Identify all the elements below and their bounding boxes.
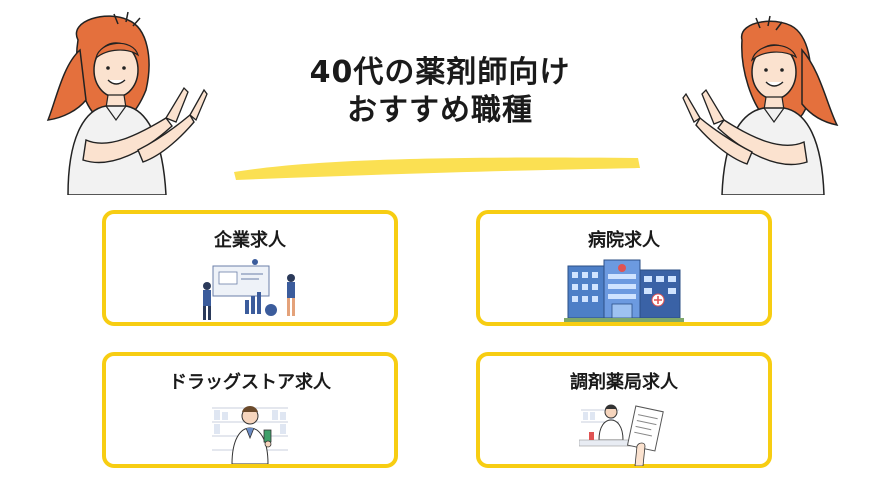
card-hospital-jobs[interactable]: 病院求人 (476, 210, 772, 326)
card-dispensing-pharmacy-jobs[interactable]: 調剤薬局求人 (476, 352, 772, 468)
page-title: 40代の薬剤師向け おすすめ職種 (240, 54, 640, 130)
title-highlight-stroke (234, 157, 640, 180)
drugstore-pharmacist-illustration (212, 406, 288, 464)
woman-pointing-illustration-right (682, 15, 839, 195)
dispensing-pharmacy-illustration (579, 404, 664, 466)
title-line-2: おすすめ職種 (347, 93, 533, 128)
woman-pointing-illustration-left (46, 11, 208, 195)
card-label: ドラッグストア求人 (169, 372, 331, 393)
title-line-1: 40代の薬剤師向け (309, 55, 571, 90)
card-drugstore-jobs[interactable]: ドラッグストア求人 (102, 352, 398, 468)
corporate-office-illustration (203, 259, 295, 320)
hospital-building-illustration (564, 259, 684, 322)
card-label: 企業求人 (214, 230, 286, 251)
card-corporate-jobs[interactable]: 企業求人 (102, 210, 398, 326)
card-label: 調剤薬局求人 (570, 372, 678, 393)
card-label: 病院求人 (588, 230, 660, 251)
